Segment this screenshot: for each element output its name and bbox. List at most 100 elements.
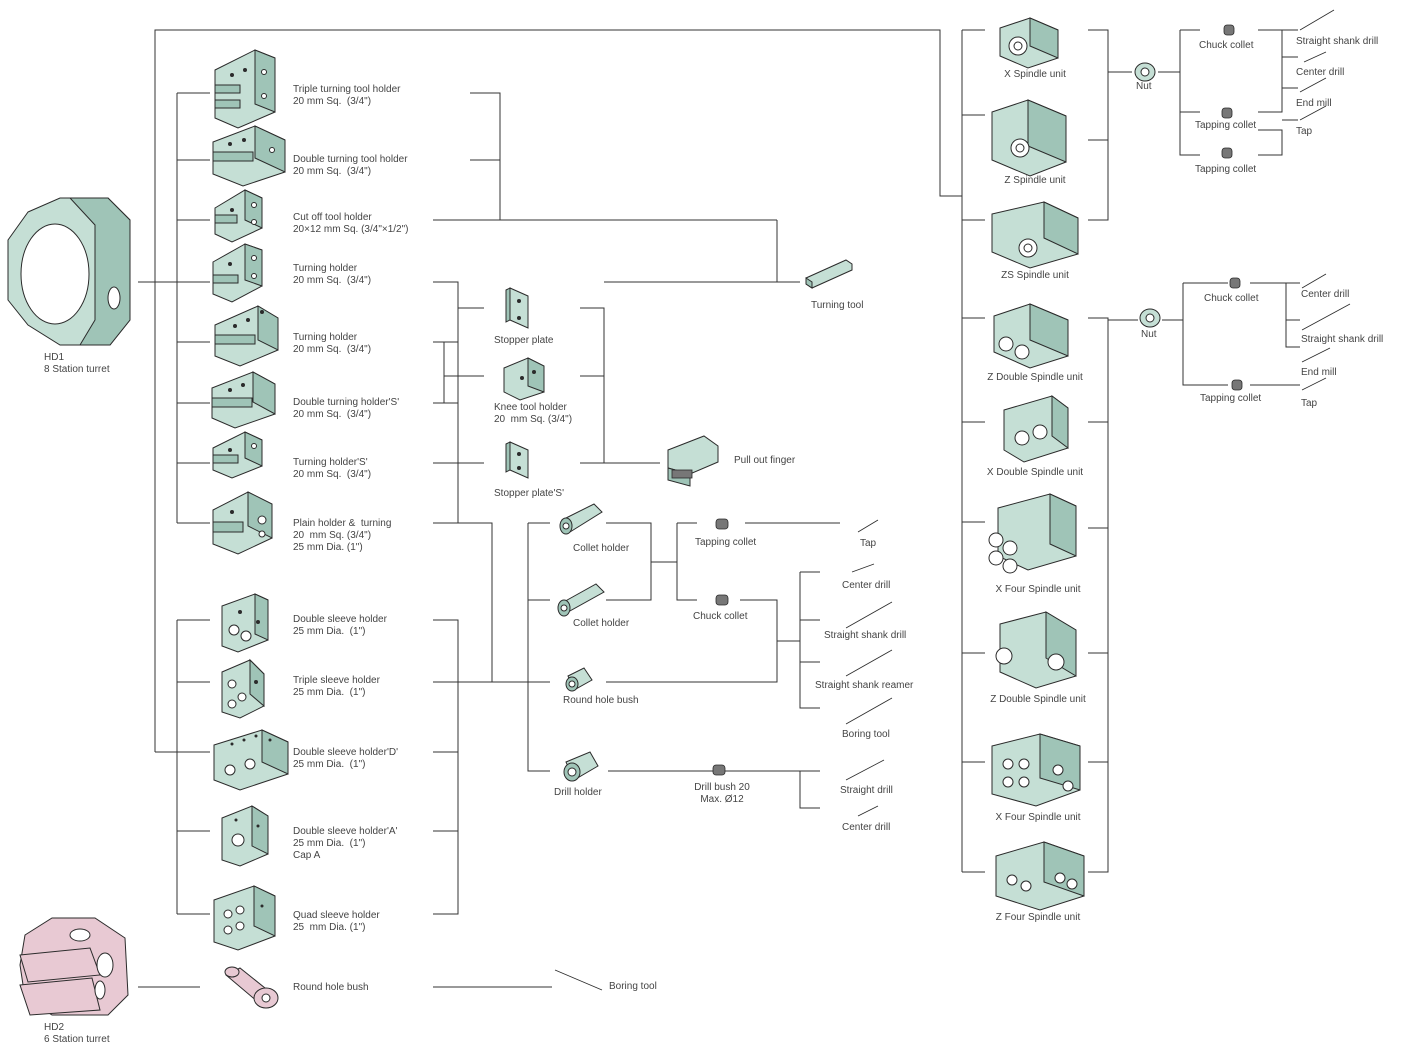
stopper-plate-s-drawing <box>506 442 528 478</box>
holder-double-sleeve-a-drawing <box>222 806 268 866</box>
label-spindle-3: Z Double Spindle unit <box>987 372 1083 384</box>
label-tap: Tap <box>860 538 876 550</box>
holder-turning-s-drawing <box>213 432 262 478</box>
turning-tool-drawing <box>806 260 852 288</box>
label-nut-b: Nut <box>1141 329 1157 341</box>
label-spindle-7: X Four Spindle unit <box>995 812 1080 824</box>
collet-holder-1-drawing <box>560 504 602 534</box>
holder-turning-1-drawing <box>213 244 262 302</box>
label-center-drill-2: Center drill <box>842 822 890 834</box>
z-four-spindle-unit-drawing <box>996 842 1084 910</box>
holder-double-turning-s-drawing <box>212 372 275 428</box>
hd1-name: HD1 <box>44 352 64 363</box>
label-tap-b: Tap <box>1301 398 1317 410</box>
label-center-drill-b: Center drill <box>1301 289 1349 301</box>
label-tap-a: Tap <box>1296 126 1312 138</box>
holder-label-double-sleeve-a: Double sleeve holder'A'25 mm Dia. (1")Ca… <box>293 826 397 862</box>
holder-label-round-hole-bush-hd2: Round hole bush <box>293 982 369 994</box>
holder-label-turning-s: Turning holder'S'20 mm Sq. (3/4") <box>293 457 371 481</box>
label-straight-shank-drill-a: Straight shank drill <box>1296 36 1378 48</box>
label-turning-tool: Turning tool <box>811 300 863 312</box>
hd2-round-hole-bush-drawing <box>225 967 278 1008</box>
label-spindle-0: X Spindle unit <box>1004 69 1066 81</box>
pull-out-finger-drawing <box>668 436 718 486</box>
label-end-mill-b: End mill <box>1301 367 1337 379</box>
label-drill-holder: Drill holder <box>554 787 602 799</box>
holder-label-double-sleeve-d: Double sleeve holder'D'25 mm Dia. (1") <box>293 747 398 771</box>
label-stopper-plate: Stopper plate <box>494 335 554 347</box>
holder-quad-sleeve-drawing <box>214 886 275 950</box>
label-tapping-collet: Tapping collet <box>695 537 756 549</box>
label-straight-shank-drill-b: Straight shank drill <box>1301 334 1383 346</box>
z-spindle-unit-drawing <box>992 100 1066 176</box>
holder-triple-turning-drawing <box>215 50 275 128</box>
label-tapping-collet-a2: Tapping collet <box>1195 164 1256 176</box>
holder-turning-2-drawing <box>215 306 278 366</box>
x-four-spindle-unit-1-drawing <box>989 494 1076 573</box>
holder-triple-sleeve-drawing <box>222 660 264 718</box>
label-spindle-4: X Double Spindle unit <box>987 467 1083 479</box>
label-tapping-collet-a1: Tapping collet <box>1195 120 1256 132</box>
x-spindle-unit-drawing <box>1000 18 1058 68</box>
holder-double-turning-drawing <box>213 126 285 186</box>
label-stopper-plate-s: Stopper plate'S' <box>494 488 564 500</box>
stopper-plate-drawing <box>506 288 528 328</box>
drill-holder-drawing <box>564 752 598 781</box>
label-spindle-6: Z Double Spindle unit <box>990 694 1086 706</box>
holder-label-double-turning-s: Double turning holder'S'20 mm Sq. (3/4") <box>293 397 399 421</box>
label-boring-tool-hd2: Boring tool <box>609 981 657 993</box>
label-straight-shank-reamer: Straight shank reamer <box>815 680 913 692</box>
holder-plain-turning-drawing <box>213 492 272 554</box>
label-round-hole-bush: Round hole bush <box>563 695 639 707</box>
label-spindle-2: ZS Spindle unit <box>1001 270 1069 282</box>
holder-double-sleeve-drawing <box>222 594 268 652</box>
label-chuck-collet-b: Chuck collet <box>1204 293 1258 305</box>
hd1-desc: 8 Station turret <box>44 364 110 375</box>
label-pull-out-finger: Pull out finger <box>734 455 795 467</box>
label-center-drill: Center drill <box>842 580 890 592</box>
holder-cut-off-drawing <box>215 190 262 242</box>
x-four-spindle-unit-2-drawing <box>992 734 1080 806</box>
label-collet-holder-2: Collet holder <box>573 618 629 630</box>
label-straight-drill: Straight drill <box>840 785 893 797</box>
round-hole-bush-drawing <box>566 668 592 691</box>
label-tapping-collet-b: Tapping collet <box>1200 393 1261 405</box>
label-chuck-collet: Chuck collet <box>693 611 747 623</box>
knee-tool-holder-drawing <box>504 358 544 400</box>
hd2-name: HD2 <box>44 1022 64 1033</box>
label-spindle-5: X Four Spindle unit <box>995 584 1080 596</box>
label-collet-holder-1: Collet holder <box>573 543 629 555</box>
label-straight-shank-drill: Straight shank drill <box>824 630 906 642</box>
zs-spindle-unit-drawing <box>992 202 1078 268</box>
label-spindle-8: Z Four Spindle unit <box>996 912 1081 924</box>
label-boring-tool: Boring tool <box>842 729 890 741</box>
hd1-turret-drawing <box>8 198 130 345</box>
z-double-spindle-unit-1-drawing <box>994 304 1068 368</box>
hd2-desc: 6 Station turret <box>44 1034 110 1045</box>
label-chuck-collet-a: Chuck collet <box>1199 40 1253 52</box>
label-end-mill-a: End mill <box>1296 98 1332 110</box>
x-double-spindle-unit-drawing <box>1004 396 1068 462</box>
label-nut-a: Nut <box>1136 81 1152 93</box>
holder-double-sleeve-d-drawing <box>214 730 288 790</box>
label-center-drill-a: Center drill <box>1296 67 1344 79</box>
hd2-turret-drawing <box>20 918 128 1015</box>
z-double-spindle-unit-2-drawing <box>996 612 1076 688</box>
small-tools-drawings <box>555 10 1350 990</box>
label-spindle-1: Z Spindle unit <box>1004 175 1065 187</box>
